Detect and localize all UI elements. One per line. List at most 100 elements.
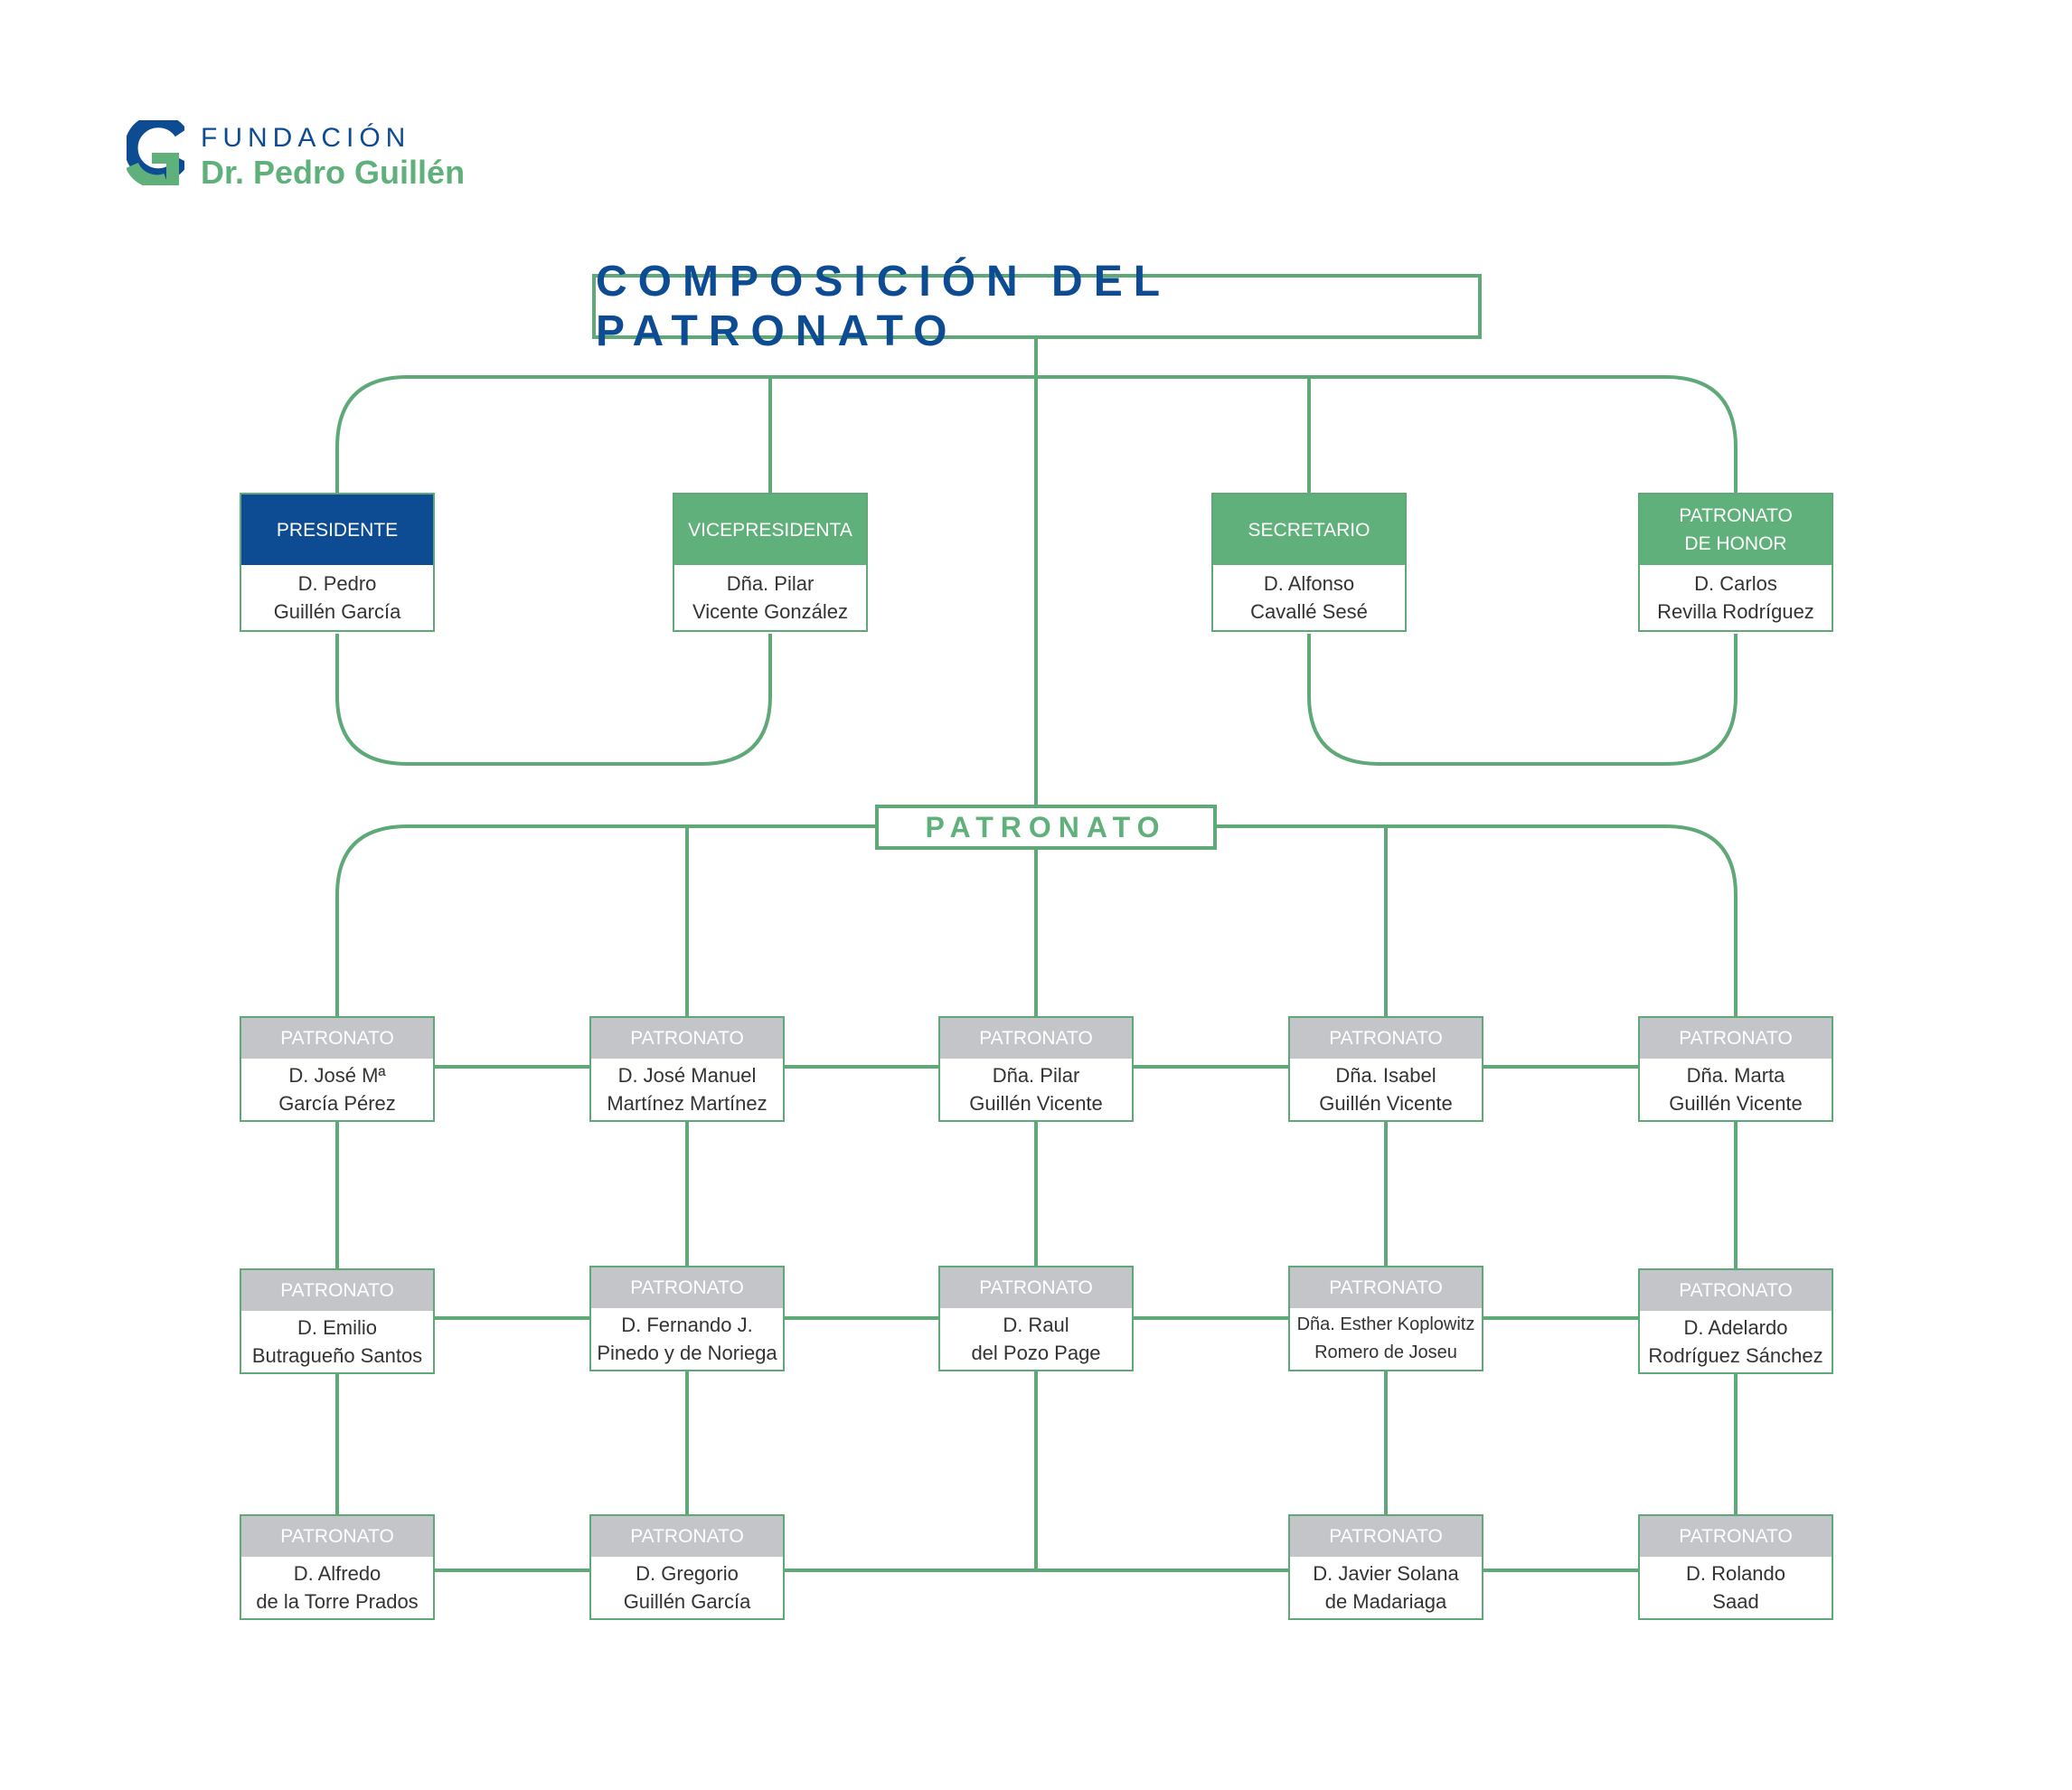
officer-role: PRESIDENTE [241, 495, 433, 565]
member-role: PATRONATO [1640, 1516, 1832, 1557]
role-line: PATRONATO [1679, 505, 1793, 526]
foundation-logo-icon [127, 120, 184, 185]
name-line: D. José Manuel [617, 1064, 757, 1087]
name-line: Guillén Vicente [1669, 1092, 1803, 1115]
member-name: D. José Mª García Pérez [241, 1059, 433, 1120]
name-line: Pinedo y de Noriega [597, 1342, 777, 1364]
member-card: PATRONATO D. Rolando Saad [1638, 1514, 1833, 1620]
member-card: PATRONATO Dña. Isabel Guillén Vicente [1288, 1016, 1483, 1122]
name-line: Cavallé Sesé [1250, 600, 1368, 623]
member-card: PATRONATO D. Gregorio Guillén García [589, 1514, 785, 1620]
name-line: Dña. Isabel [1335, 1064, 1436, 1087]
name-line: Dña. Esther Koplowitz [1296, 1314, 1475, 1334]
member-card: PATRONATO D. Adelardo Rodríguez Sánchez [1638, 1268, 1833, 1374]
connector-top-bar [335, 375, 1738, 495]
connector-r2-r3 [335, 1371, 1738, 1570]
member-role: PATRONATO [940, 1018, 1132, 1059]
name-line: del Pozo Page [971, 1342, 1101, 1364]
name-line: Revilla Rodríguez [1657, 600, 1814, 623]
name-line: Martínez Martínez [607, 1092, 768, 1115]
name-line: D. Fernando J. [621, 1314, 753, 1336]
officer-card-patronato-honor: PATRONATO DE HONOR D. Carlos Revilla Rod… [1638, 493, 1833, 632]
name-line: D. Adelardo [1683, 1316, 1788, 1339]
name-line: Rodríguez Sánchez [1648, 1344, 1823, 1367]
name-line: D. Alfredo [293, 1562, 381, 1585]
name-line: Romero de Joseu [1314, 1342, 1457, 1362]
member-name: D. Raul del Pozo Page [940, 1308, 1132, 1370]
officer-card-presidente: PRESIDENTE D. Pedro Guillén García [240, 493, 435, 632]
name-line: Dña. Pilar [992, 1064, 1080, 1087]
patronato-heading: PATRONATO [875, 805, 1217, 850]
officer-role: SECRETARIO [1213, 495, 1405, 565]
name-line: García Pérez [278, 1092, 396, 1115]
name-line: Butragueño Santos [251, 1344, 423, 1367]
officer-name: D. Carlos Revilla Rodríguez [1640, 565, 1832, 630]
role-line: DE HONOR [1684, 533, 1787, 554]
member-name: D. Adelardo Rodríguez Sánchez [1640, 1311, 1832, 1372]
connector-patronato-bar [335, 824, 1738, 1017]
name-line: Saad [1712, 1590, 1759, 1613]
officer-name: D. Alfonso Cavallé Sesé [1213, 565, 1405, 630]
member-role: PATRONATO [1640, 1270, 1832, 1311]
name-line: D. Emilio [297, 1316, 377, 1339]
name-line: D. Carlos [1694, 572, 1777, 595]
member-name: Dña. Esther Koplowitz Romero de Joseu [1290, 1308, 1482, 1370]
member-role: PATRONATO [1290, 1267, 1482, 1308]
connector-right-loop [1307, 634, 1738, 766]
member-name: Dña. Isabel Guillén Vicente [1290, 1059, 1482, 1120]
officer-name: D. Pedro Guillén García [241, 565, 433, 630]
logo-name-text: Dr. Pedro Guillén [201, 154, 466, 191]
officer-role: PATRONATO DE HONOR [1640, 495, 1832, 565]
name-line: D. Raul [1003, 1314, 1069, 1336]
member-name: D. Fernando J. Pinedo y de Noriega [591, 1308, 783, 1370]
member-card: PATRONATO Dña. Marta Guillén Vicente [1638, 1016, 1833, 1122]
member-role: PATRONATO [940, 1267, 1132, 1308]
member-role: PATRONATO [241, 1516, 433, 1557]
member-card: PATRONATO D. Raul del Pozo Page [938, 1266, 1134, 1371]
member-role: PATRONATO [591, 1516, 783, 1557]
member-card: PATRONATO D. Alfredo de la Torre Prados [240, 1514, 435, 1620]
connector-left-loop [335, 634, 772, 766]
officer-role: VICEPRESIDENTA [674, 495, 866, 565]
name-line: Guillén Vicente [969, 1092, 1103, 1115]
member-card: PATRONATO D. Fernando J. Pinedo y de Nor… [589, 1266, 785, 1371]
member-card: PATRONATO Dña. Pilar Guillén Vicente [938, 1016, 1134, 1122]
member-card: PATRONATO D. José Manuel Martínez Martín… [589, 1016, 785, 1122]
officer-card-vicepresidenta: VICEPRESIDENTA Dña. Pilar Vicente Gonzál… [673, 493, 868, 632]
name-line: Dña. Marta [1686, 1064, 1785, 1087]
member-role: PATRONATO [1290, 1018, 1482, 1059]
name-line: D. Pedro [297, 572, 377, 595]
member-name: D. Gregorio Guillén García [591, 1557, 783, 1618]
officer-card-secretario: SECRETARIO D. Alfonso Cavallé Sesé [1211, 493, 1407, 632]
member-name: D. Alfredo de la Torre Prados [241, 1557, 433, 1618]
name-line: D. Gregorio [636, 1562, 739, 1585]
member-role: PATRONATO [591, 1267, 783, 1308]
member-name: D. José Manuel Martínez Martínez [591, 1059, 783, 1120]
member-role: PATRONATO [241, 1018, 433, 1059]
name-line: D. Javier Solana [1313, 1562, 1459, 1585]
member-name: D. Javier Solana de Madariaga [1290, 1557, 1482, 1618]
role-line: PRESIDENTE [276, 519, 399, 541]
member-card: PATRONATO Dña. Esther Koplowitz Romero d… [1288, 1266, 1483, 1371]
member-card: PATRONATO D. Javier Solana de Madariaga [1288, 1514, 1483, 1620]
name-line: D. Alfonso [1263, 572, 1355, 595]
name-line: de la Torre Prados [256, 1590, 419, 1613]
member-card: PATRONATO D. Emilio Butragueño Santos [240, 1268, 435, 1374]
connector-r1-r2 [335, 1121, 1738, 1268]
name-line: Guillén García [273, 600, 401, 623]
member-role: PATRONATO [241, 1270, 433, 1311]
officer-name: Dña. Pilar Vicente González [674, 565, 866, 630]
member-role: PATRONATO [591, 1018, 783, 1059]
member-card: PATRONATO D. José Mª García Pérez [240, 1016, 435, 1122]
name-line: Guillén Vicente [1319, 1092, 1453, 1115]
member-role: PATRONATO [1640, 1018, 1832, 1059]
member-role: PATRONATO [1290, 1516, 1482, 1557]
role-line: VICEPRESIDENTA [688, 519, 852, 541]
name-line: Dña. Pilar [726, 572, 815, 595]
name-line: Vicente González [692, 600, 849, 623]
name-line: de Madariaga [1324, 1590, 1447, 1613]
role-line: SECRETARIO [1248, 519, 1370, 541]
name-line: D. Rolando [1685, 1562, 1786, 1585]
logo-fundacion-text: FUNDACIÓN [201, 123, 411, 153]
